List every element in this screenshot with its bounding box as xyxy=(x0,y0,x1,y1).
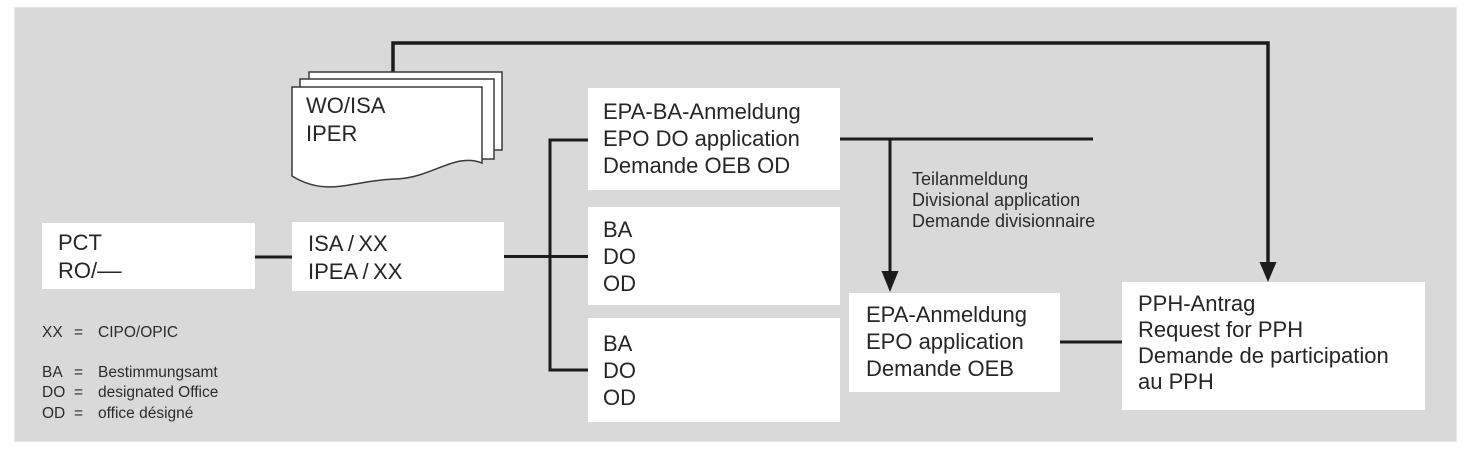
feedback-line-top xyxy=(391,41,1270,270)
legend-equals: = xyxy=(74,384,84,401)
document-stack-icon xyxy=(291,71,503,188)
pph-request-box: PPH-Antrag Request for PPH Demande de pa… xyxy=(1122,282,1425,410)
legend-term: XX xyxy=(42,324,63,341)
legend-row-od: OD = office désigné xyxy=(42,404,218,425)
legend-equals: = xyxy=(74,324,84,341)
legend-row-xx: XX = CIPO/OPIC xyxy=(42,323,218,344)
legend-term: OD xyxy=(42,404,66,422)
epa-ba-application-box: EPA-BA-Anmeldung EPO DO application Dema… xyxy=(588,88,840,190)
legend-term: DO xyxy=(42,384,66,401)
legend-equals: = xyxy=(74,404,84,422)
isa-ipea-box: ISA / XX IPEA / XX xyxy=(292,222,504,291)
legend-equals: = xyxy=(74,363,84,381)
legend: XX = CIPO/OPIC BA = Bestimmungsamt DO = … xyxy=(42,323,218,424)
legend-row-do: DO = designated Office xyxy=(42,383,218,404)
document-stack-label: WO/ISA IPER xyxy=(306,93,386,146)
arrow-down-into-epa-icon xyxy=(881,271,899,292)
branch-trunk-line xyxy=(548,138,588,372)
arrow-down-into-pph-icon xyxy=(1259,262,1277,282)
legend-definition: designated Office xyxy=(98,384,219,401)
legend-definition: Bestimmungsamt xyxy=(98,363,218,381)
epa-application-box: EPA-Anmeldung EPO application Demande OE… xyxy=(849,293,1060,392)
ba-do-od-box-bottom: BA DO OD xyxy=(588,318,840,422)
pct-box: PCT RO/–– xyxy=(42,223,255,289)
legend-row-ba: BA = Bestimmungsamt xyxy=(42,363,218,384)
ba-do-od-box-top: BA DO OD xyxy=(588,207,840,305)
divisional-annotation: Teilanmeldung Divisional application Dem… xyxy=(912,169,1096,231)
legend-term: BA xyxy=(42,363,63,381)
legend-definition: CIPO/OPIC xyxy=(98,324,179,341)
document-page-front xyxy=(291,86,483,188)
legend-definition: office désigné xyxy=(98,404,194,422)
